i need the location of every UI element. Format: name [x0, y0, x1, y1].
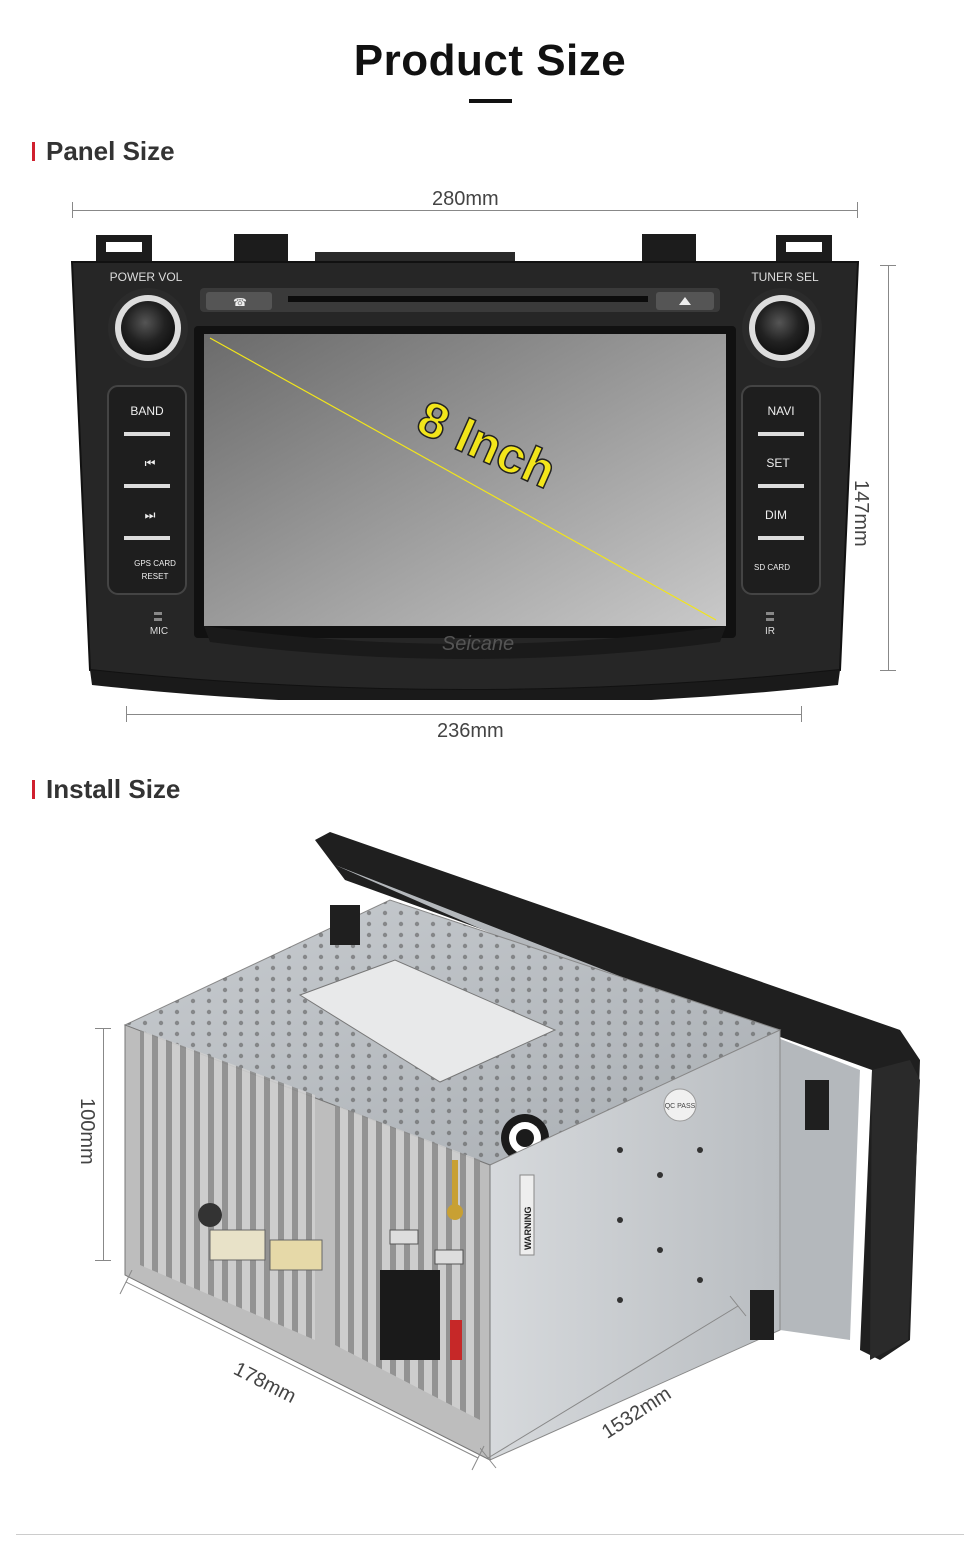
install-size-heading: Install Size	[32, 774, 180, 805]
knob-left-label: POWER VOL	[110, 270, 183, 284]
sd-card-button: SD CARD	[754, 563, 790, 572]
panel-width-label: 280mm	[432, 188, 499, 210]
qc-pass-label: QC PASS	[665, 1103, 696, 1110]
install-depth-dimension	[480, 1295, 747, 1469]
dim-button: DIM	[765, 508, 787, 522]
gps-card-button: GPS CARD	[134, 559, 176, 568]
brand-logo: Seicane	[442, 633, 514, 655]
install-device-illustration: WARNING QC PASS	[123, 832, 920, 1461]
install-width-dimension	[119, 1270, 485, 1471]
tick	[880, 265, 896, 266]
mic-label: MIC	[150, 626, 168, 637]
panel-width-line	[72, 210, 858, 211]
prev-track-icon: ⏮	[145, 456, 156, 470]
tick	[801, 706, 802, 722]
tick	[857, 202, 858, 218]
ir-label: IR	[765, 626, 775, 637]
tick	[95, 1028, 111, 1029]
install-height-line	[103, 1028, 104, 1260]
install-height-label: 100mm	[76, 1098, 98, 1165]
svg-text:☎: ☎	[233, 297, 247, 309]
panel-bottom-line	[126, 714, 802, 715]
panel-bottom-label: 236mm	[437, 720, 504, 742]
reset-button: RESET	[142, 572, 169, 581]
panel-size-heading: Panel Size	[32, 136, 175, 167]
tick	[95, 1260, 111, 1261]
install-size-heading-text: Install Size	[46, 774, 181, 804]
panel-height-line	[888, 265, 889, 670]
panel-size-heading-text: Panel Size	[46, 136, 175, 166]
navi-button: NAVI	[767, 404, 794, 418]
band-button: BAND	[130, 404, 164, 418]
warning-label: WARNING	[523, 1207, 533, 1251]
panel-device-illustration: ☎ POWER VOL TUNER SEL BAND ⏮ ⏭ GPS CARD …	[70, 234, 860, 700]
section-marker	[32, 780, 35, 799]
set-button: SET	[766, 456, 790, 470]
section-marker	[32, 142, 35, 161]
footer-divider	[16, 1534, 964, 1535]
next-track-icon: ⏭	[145, 508, 156, 522]
tick	[880, 670, 896, 671]
tick	[126, 706, 127, 722]
tick	[72, 202, 73, 218]
title-underline	[469, 99, 512, 103]
page-title: Product Size	[353, 36, 627, 85]
knob-right-label: TUNER SEL	[751, 270, 819, 284]
